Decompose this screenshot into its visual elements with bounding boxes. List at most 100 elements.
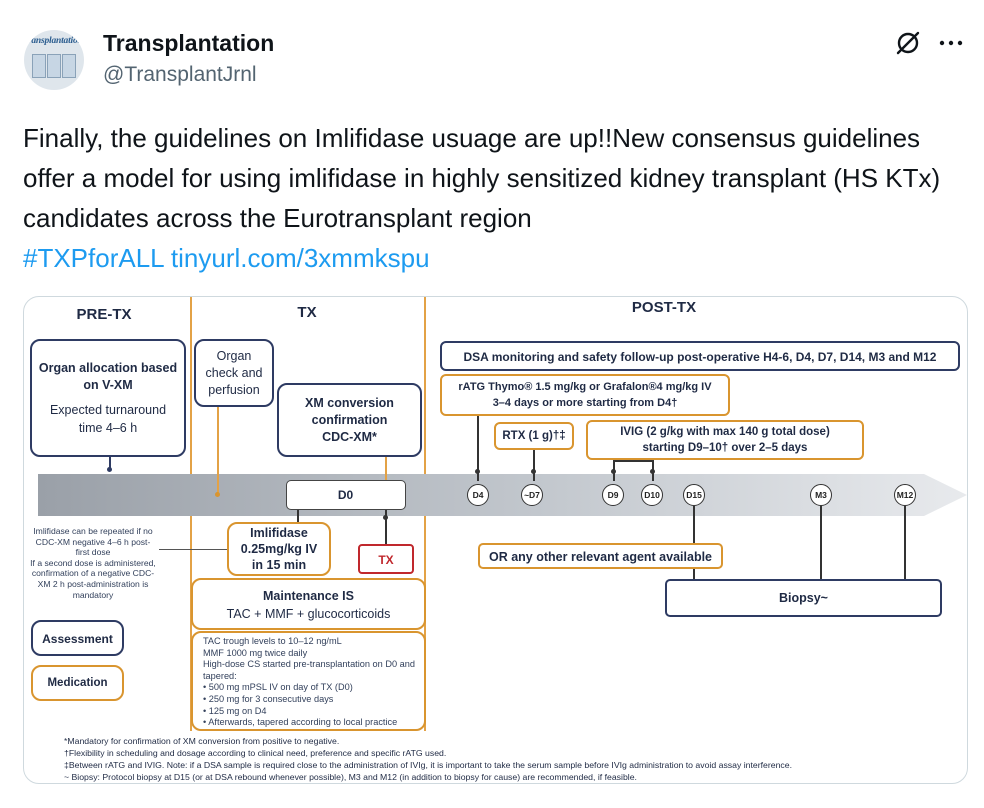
xm-conversion-line-3: CDC-XM* [322, 430, 377, 444]
xm-conversion-box: XM conversion confirmation CDC-XM* [277, 383, 422, 457]
tx-label: TX [378, 553, 394, 567]
display-name[interactable]: Transplantation [103, 30, 275, 56]
detail-line: • Afterwards, tapered according to local… [203, 717, 398, 728]
connector [533, 450, 535, 481]
organ-check-line-2: check and [205, 366, 263, 380]
footnote: ‡Between rATG and IVIG. Note: if a DSA s… [64, 760, 793, 770]
note-line: Imlifidase can be repeated if no [33, 526, 153, 536]
ratg-box: rATG Thymo® 1.5 mg/kg or Grafalon®4 mg/k… [440, 374, 730, 416]
dsa-monitoring-label: DSA monitoring and safety follow-up post… [463, 350, 937, 364]
grok-icon[interactable] [893, 28, 923, 58]
ivig-line-2: starting D9–10† over 2–5 days [642, 442, 808, 454]
note-line: mandatory [72, 589, 114, 600]
dsa-monitoring-box: DSA monitoring and safety follow-up post… [440, 341, 960, 371]
xm-conversion-line-1: XM conversion [305, 396, 394, 410]
section-pre-tx: PRE-TX [76, 306, 132, 323]
connector [217, 407, 219, 495]
avatar-cover-thumbnail [32, 54, 46, 78]
tweet-image[interactable]: PRE-TX TX POST-TX Organ allocation based… [23, 296, 968, 784]
connector-dot [531, 469, 536, 474]
organ-allocation-line-3: Expected turnaround [49, 403, 167, 417]
footnotes: *Mandatory for confirmation of XM conver… [64, 735, 954, 783]
ivig-line-1: IVIG (2 g/kg with max 140 g total dose) [620, 426, 830, 438]
xm-conversion-line-2: confirmation [311, 413, 388, 427]
hashtag-link[interactable]: #TXPforALL [23, 243, 164, 273]
connector [385, 510, 387, 544]
legend-medication: Medication [31, 665, 124, 701]
note-line: confirmation of a negative CDC- [31, 568, 155, 579]
organ-check-box: Organ check and perfusion [194, 339, 274, 407]
other-agent-box: OR any other relevant agent available [478, 543, 723, 569]
connector-dot [475, 469, 480, 474]
connector-dot [107, 467, 112, 472]
note-line: CDC-XM negative 4–6 h post- [35, 536, 151, 547]
avatar-cover-thumbnail [47, 54, 61, 78]
rtx-box: RTX (1 g)†‡ [494, 422, 574, 450]
connector [693, 506, 695, 579]
guideline-figure: PRE-TX TX POST-TX Organ allocation based… [24, 297, 967, 783]
ratg-line-2: 3–4 days or more starting from D4† [492, 397, 678, 409]
note-line: XM 2 h post-administration is [37, 578, 149, 589]
more-icon[interactable] [936, 28, 966, 58]
maintenance-line-2: TAC + MMF + glucocorticoids [226, 607, 391, 621]
connector [820, 506, 822, 579]
tweet-body: Finally, the guidelines on Imlifidase us… [23, 123, 941, 233]
detail-line: TAC trough levels to 10–12 ng/mL [203, 636, 342, 646]
maintenance-title: Maintenance IS [263, 589, 354, 603]
organ-check-line-3: perfusion [208, 383, 260, 397]
maintenance-is-box: Maintenance IS TAC + MMF + glucocorticoi… [191, 578, 426, 630]
ratg-line-1: rATG Thymo® 1.5 mg/kg or Grafalon®4 mg/k… [458, 381, 712, 393]
organ-allocation-title-1: Organ allocation based [38, 361, 178, 375]
note-line: If a second dose is administered, [30, 557, 156, 568]
section-tx: TX [297, 304, 317, 321]
connector [297, 510, 299, 522]
timeline-node-m3: M3 [810, 484, 832, 506]
account-avatar[interactable]: transplantation [24, 30, 84, 90]
legend-medication-label: Medication [47, 677, 108, 689]
biopsy-box: Biopsy~ [665, 579, 942, 617]
timeline-arrow [38, 474, 967, 516]
organ-allocation-line-4: time 4–6 h [78, 421, 138, 435]
connector-dot [215, 492, 220, 497]
connector-dot [383, 515, 388, 520]
imlifidase-box: Imlifidase 0.25mg/kg IV in 15 min [227, 522, 331, 576]
tx-box: TX [358, 544, 414, 574]
connector-dot [611, 469, 616, 474]
maintenance-details-box: TAC trough levels to 10–12 ng/mL MMF 100… [191, 631, 426, 731]
rtx-label: RTX (1 g)†‡ [502, 430, 566, 442]
connector [159, 549, 227, 550]
footnote: †Flexibility in scheduling and dosage ac… [64, 748, 447, 758]
connector [109, 457, 111, 470]
tweet-text: Finally, the guidelines on Imlifidase us… [23, 118, 963, 278]
timeline-node-d9: D9 [602, 484, 624, 506]
imlifidase-line-3: in 15 min [251, 558, 307, 572]
imlifidase-repeat-note: Imlifidase can be repeated if no CDC-XM … [26, 526, 160, 600]
avatar-masthead: transplantation [25, 36, 83, 46]
ivig-box: IVIG (2 g/kg with max 140 g total dose) … [586, 420, 864, 460]
imlifidase-line-1: Imlifidase [250, 526, 308, 540]
section-post-tx: POST-TX [631, 299, 697, 316]
detail-line: tapered: [203, 670, 237, 681]
organ-allocation-title-2: on V-XM [83, 378, 133, 392]
footnote: ~ Biopsy: Protocol biopsy at D15 (or at … [64, 772, 637, 782]
legend-assessment: Assessment [31, 620, 124, 656]
detail-line: MMF 1000 mg twice daily [203, 647, 308, 658]
biopsy-label: Biopsy~ [779, 591, 828, 605]
other-agent-label: OR any other relevant agent available [489, 550, 712, 564]
detail-line: High-dose CS started pre-transplantation… [203, 659, 415, 670]
connector [613, 460, 653, 462]
url-link[interactable]: tinyurl.com/3xmmkspu [170, 243, 430, 273]
connector [904, 506, 906, 579]
footnote: *Mandatory for confirmation of XM conver… [64, 736, 340, 746]
avatar-cover-thumbnail [62, 54, 76, 78]
timeline-node-m12: M12 [894, 484, 916, 506]
detail-line: • 250 mg for 3 consecutive days [203, 693, 334, 704]
detail-line: • 125 mg on D4 [203, 705, 267, 716]
timeline-node-d4: D4 [467, 484, 489, 506]
connector [385, 457, 387, 493]
d0-label: D0 [337, 488, 354, 502]
account-handle[interactable]: @TransplantJrnl [103, 63, 257, 86]
maintenance-details: TAC trough levels to 10–12 ng/mL MMF 100… [203, 636, 423, 729]
legend-assessment-label: Assessment [42, 632, 113, 646]
connector [477, 416, 479, 481]
